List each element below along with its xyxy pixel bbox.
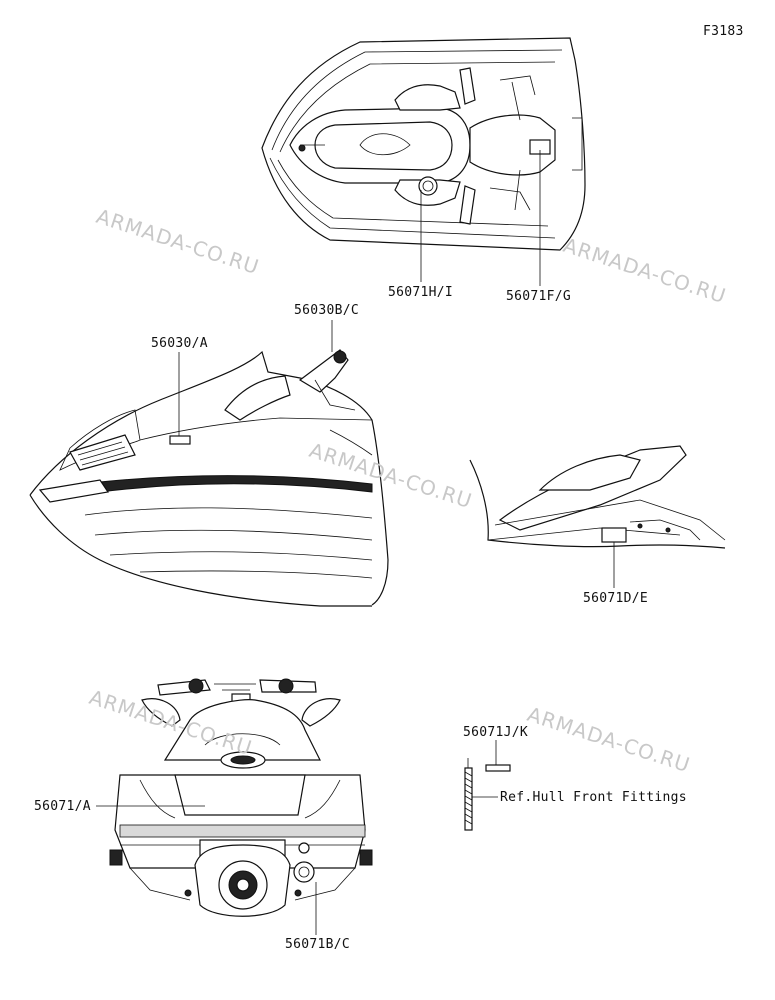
side-view-illustration [29,349,389,607]
callout-rear-bottom: 56071B/C [285,937,350,952]
hull-fitting-illustration [464,758,511,831]
callout-side-top: 56030B/C [294,303,359,318]
seat-side-illustration [469,445,726,549]
rear-view-illustration [109,678,373,917]
callout-top-left: 56071H/I [388,285,453,300]
callout-seat-side: 56071D/E [583,591,648,606]
callout-side-front: 56030/A [151,336,208,351]
figure-code: F3183 [703,24,744,39]
watermark-text: ARMADA-CO.RU [306,438,475,513]
callout-hull-ref: Ref.Hull Front Fittings [500,790,687,805]
callout-rear-left: 56071/A [34,799,91,814]
callout-hull-part: 56071J/K [463,725,528,740]
watermark-text: ARMADA-CO.RU [560,233,729,308]
watermark-text: ARMADA-CO.RU [524,702,693,777]
callout-top-right: 56071F/G [506,289,571,304]
top-view-illustration [261,37,586,251]
watermark-text: ARMADA-CO.RU [93,204,262,279]
